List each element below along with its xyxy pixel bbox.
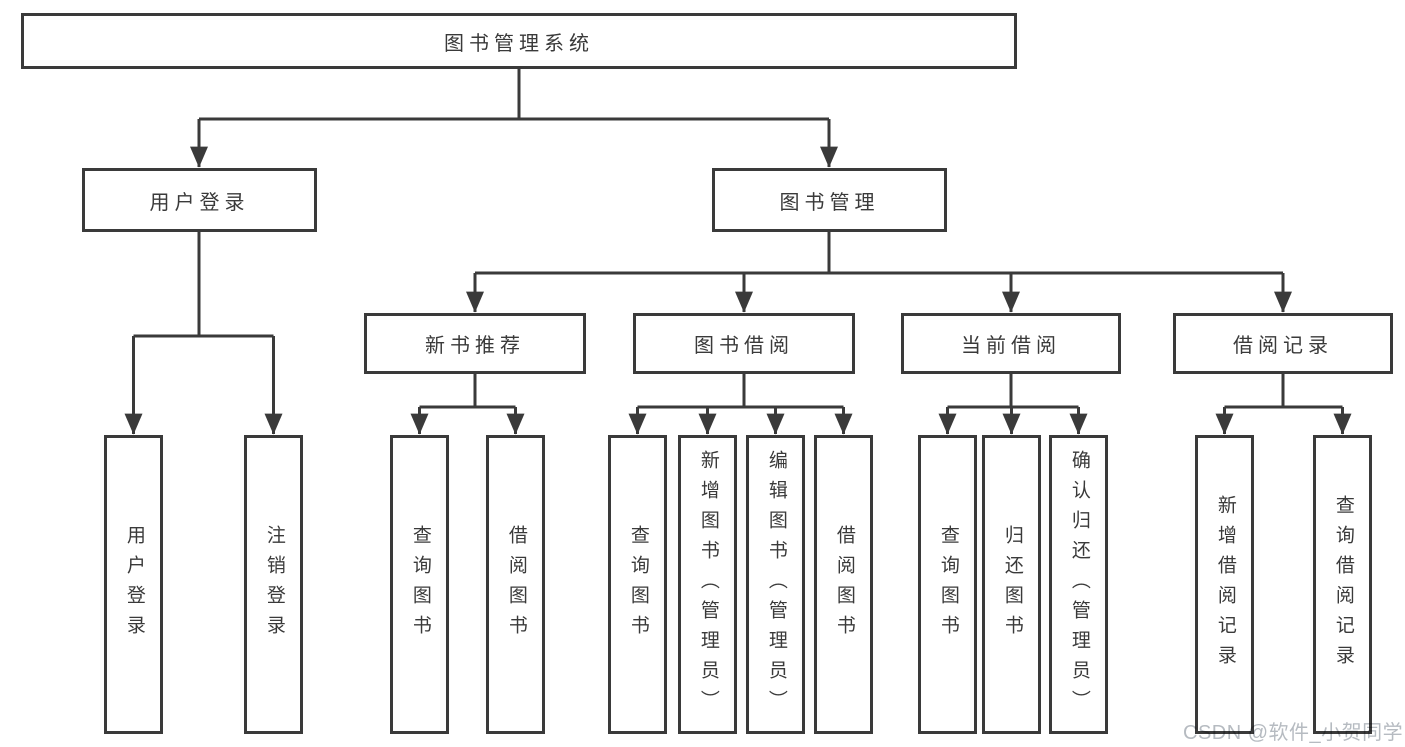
leaf-query-borrow-record-label: 查询借阅记录 <box>1332 494 1354 675</box>
leaf-confirm-return-admin-label: 确认归还（管理员） <box>1068 449 1090 720</box>
leaf-query-book-borrow: 查询图书 <box>608 435 667 734</box>
leaf-borrow-book-recommend: 借阅图书 <box>486 435 545 734</box>
node-new-book-recommend-label: 新书推荐 <box>425 335 525 357</box>
node-current-borrow: 当前借阅 <box>901 313 1121 374</box>
node-new-book-recommend: 新书推荐 <box>364 313 586 374</box>
leaf-query-book-borrow-label: 查询图书 <box>627 524 649 645</box>
leaf-query-book-current: 查询图书 <box>918 435 977 734</box>
leaf-add-borrow-record: 新增借阅记录 <box>1195 435 1254 734</box>
leaf-edit-book-admin: 编辑图书（管理员） <box>746 435 805 734</box>
node-root: 图书管理系统 <box>21 13 1017 69</box>
leaf-query-book-recommend-label: 查询图书 <box>409 524 431 645</box>
node-current-borrow-label: 当前借阅 <box>961 335 1061 357</box>
leaf-add-borrow-record-label: 新增借阅记录 <box>1214 494 1236 675</box>
leaf-borrow-book-label: 借阅图书 <box>833 524 855 645</box>
leaf-query-borrow-record: 查询借阅记录 <box>1313 435 1372 734</box>
node-borrow-records: 借阅记录 <box>1173 313 1393 374</box>
node-user-login-label: 用户登录 <box>149 191 250 214</box>
leaf-logout-login: 注销登录 <box>244 435 303 734</box>
node-book-management: 图书管理 <box>712 168 947 232</box>
csdn-watermark: CSDN @软件_小贺同学 <box>1183 722 1404 744</box>
leaf-user-login: 用户登录 <box>104 435 163 734</box>
leaf-user-login-label: 用户登录 <box>123 524 145 645</box>
node-borrow-records-label: 借阅记录 <box>1233 335 1333 357</box>
leaf-borrow-book-recommend-label: 借阅图书 <box>505 524 527 645</box>
node-book-borrow: 图书借阅 <box>633 313 855 374</box>
leaf-query-book-current-label: 查询图书 <box>937 524 959 645</box>
node-book-borrow-label: 图书借阅 <box>694 335 794 357</box>
leaf-query-book-recommend: 查询图书 <box>390 435 449 734</box>
leaf-edit-book-admin-label: 编辑图书（管理员） <box>765 449 787 720</box>
leaf-add-book-admin: 新增图书（管理员） <box>678 435 737 734</box>
leaf-logout-login-label: 注销登录 <box>263 524 285 645</box>
leaf-return-book-label: 归还图书 <box>1001 524 1023 645</box>
leaf-confirm-return-admin: 确认归还（管理员） <box>1049 435 1108 734</box>
leaf-borrow-book: 借阅图书 <box>814 435 873 734</box>
node-user-login: 用户登录 <box>82 168 317 232</box>
node-root-label: 图书管理系统 <box>444 32 594 55</box>
leaf-return-book: 归还图书 <box>982 435 1041 734</box>
leaf-add-book-admin-label: 新增图书（管理员） <box>697 449 719 720</box>
node-book-management-label: 图书管理 <box>779 191 880 214</box>
